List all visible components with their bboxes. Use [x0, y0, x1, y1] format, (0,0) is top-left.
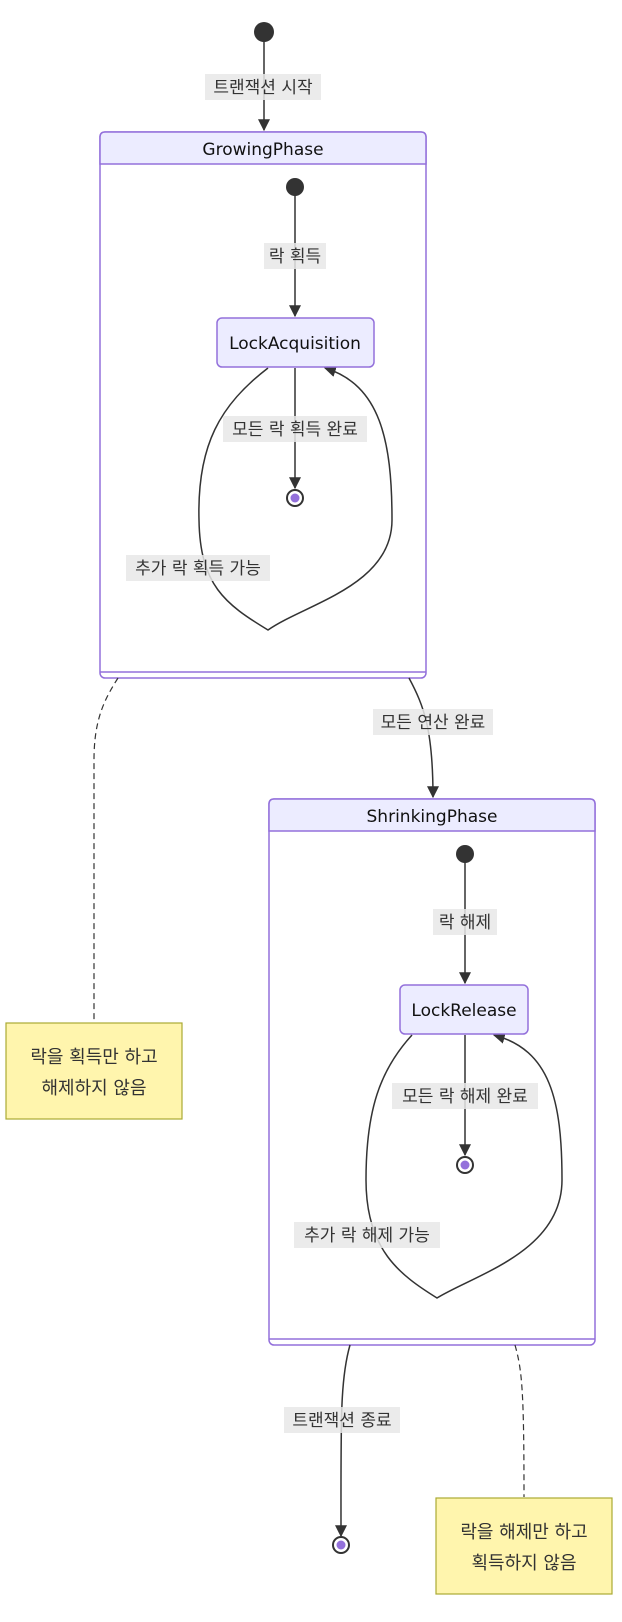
shrinking-phase-composite: ShrinkingPhase [268, 798, 596, 1346]
note-shrinking-line-2: 획득하지 않음 [471, 1553, 576, 1574]
growing-inner-start-node [286, 178, 304, 196]
growing-inner-end-node [286, 489, 304, 507]
edge-release-loop [365, 1032, 563, 1299]
label-acquire-loop: 추가 락 획득 가능 [126, 555, 270, 581]
svg-text:모든 락 해제 완료: 모든 락 해제 완료 [402, 1087, 528, 1107]
edge-growing-to-shrinking [408, 677, 439, 799]
shrinking-inner-end-node [456, 1156, 474, 1174]
label-acquire: 락 획득 [264, 243, 326, 269]
label-release: 락 해제 [433, 909, 497, 935]
shrinking-phase-title: ShrinkingPhase [367, 807, 498, 827]
svg-text:트랜잭션 시작: 트랜잭션 시작 [213, 78, 313, 98]
label-acquire-done: 모든 락 획득 완료 [223, 416, 367, 442]
growing-phase-title: GrowingPhase [202, 140, 323, 160]
growing-phase-composite: GrowingPhase [99, 131, 427, 679]
lock-release-state: LockRelease [399, 984, 529, 1035]
note-growing-line-1: 락을 획득만 하고 [30, 1047, 157, 1068]
svg-text:추가 락 해제 가능: 추가 락 해제 가능 [304, 1226, 430, 1246]
edge-acquire-loop [198, 365, 393, 631]
label-release-loop: 추가 락 해제 가능 [294, 1222, 440, 1248]
note-connector-growing [93, 677, 119, 1022]
note-growing-line-2: 해제하지 않음 [41, 1078, 146, 1099]
lock-acquisition-state: LockAcquisition [216, 317, 375, 368]
note-shrinking: 락을 해제만 하고 획득하지 않음 [435, 1497, 613, 1595]
label-end: 트랜잭션 종료 [284, 1407, 400, 1433]
note-growing: 락을 획득만 하고 해제하지 않음 [5, 1022, 183, 1120]
edge-shrinking-to-end [334, 1344, 351, 1538]
note-shrinking-line-1: 락을 해제만 하고 [460, 1522, 587, 1543]
svg-text:LockAcquisition: LockAcquisition [229, 334, 361, 354]
end-node [332, 1536, 350, 1554]
svg-text:락 획득: 락 획득 [269, 247, 321, 267]
svg-text:트랜잭션 종료: 트랜잭션 종료 [292, 1411, 391, 1431]
start-node [254, 22, 274, 42]
note-connector-shrinking [514, 1344, 525, 1498]
svg-text:모든 연산 완료: 모든 연산 완료 [381, 713, 486, 733]
svg-text:LockRelease: LockRelease [411, 1001, 516, 1021]
label-start: 트랜잭션 시작 [205, 74, 321, 100]
label-between: 모든 연산 완료 [373, 709, 493, 735]
label-release-done: 모든 락 해제 완료 [392, 1083, 538, 1109]
svg-text:모든 락 획득 완료: 모든 락 획득 완료 [232, 420, 358, 440]
shrinking-inner-start-node [456, 845, 474, 863]
svg-text:추가 락 획득 가능: 추가 락 획득 가능 [135, 559, 261, 579]
svg-text:락 해제: 락 해제 [439, 913, 491, 933]
